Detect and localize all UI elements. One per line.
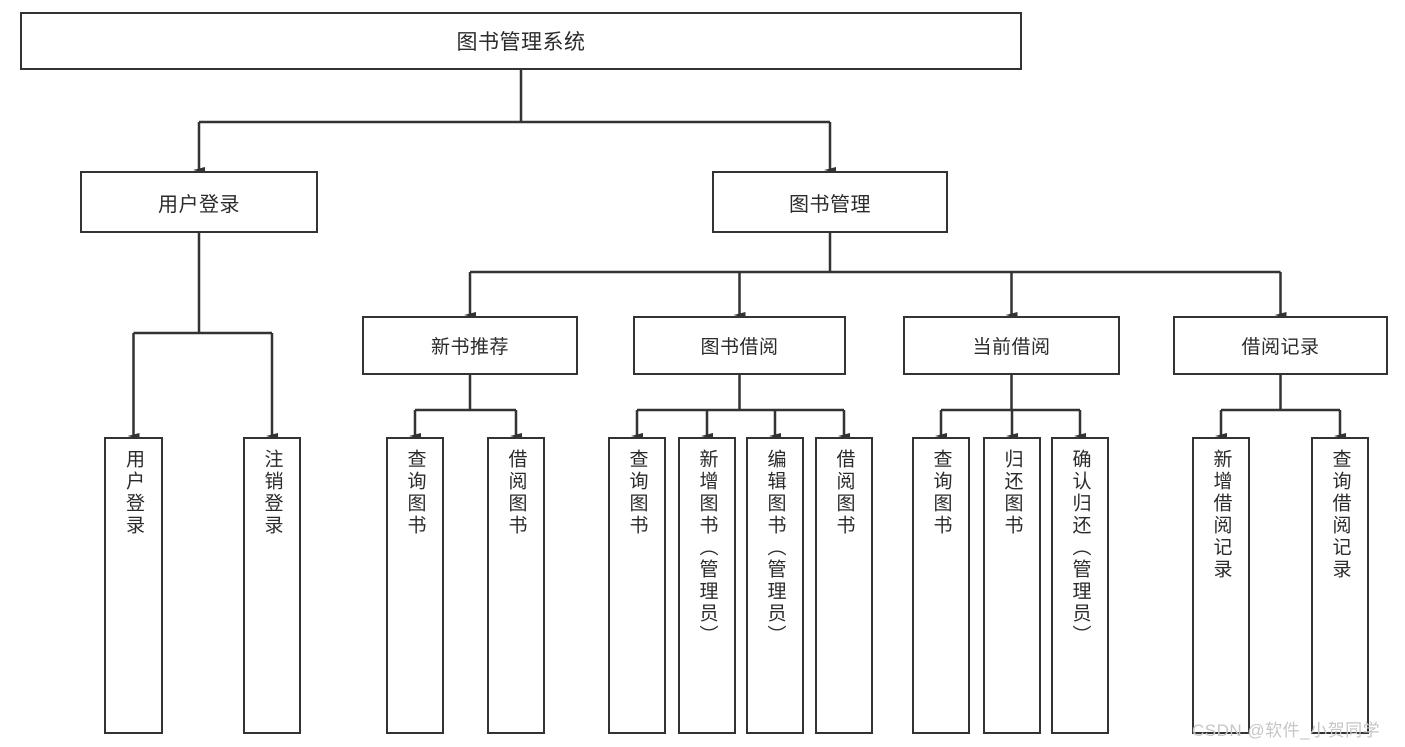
node-leaf-5[interactable]: 查询图书 — [608, 437, 666, 734]
node-label: 归还图书 — [1001, 449, 1023, 537]
node-leaf-13[interactable]: 查询借阅记录 — [1311, 437, 1369, 734]
node-label: 借阅图书 — [505, 449, 527, 537]
watermark-text: CSDN @软件_小贺同学 — [1192, 721, 1381, 740]
node-label: 借阅记录 — [1241, 337, 1320, 358]
node-label: 图书管理系统 — [456, 31, 586, 54]
node-leaf-10[interactable]: 归还图书 — [983, 437, 1041, 734]
node-leaf-3[interactable]: 查询图书 — [386, 437, 444, 734]
node-label: 注销登录 — [261, 449, 283, 537]
node-label: 图书管理 — [789, 193, 871, 216]
node-label: 查询图书 — [930, 449, 952, 537]
node-leaf-2[interactable]: 注销登录 — [243, 437, 301, 734]
node-label: 查询图书 — [404, 449, 426, 537]
node-label: 编辑图书（管理员） — [764, 449, 786, 647]
node-label: 图书借阅 — [700, 337, 779, 358]
node-current[interactable]: 当前借阅 — [903, 316, 1120, 375]
node-borrow[interactable]: 图书借阅 — [633, 316, 846, 375]
node-label: 确认归还（管理员） — [1069, 449, 1091, 647]
node-login[interactable]: 用户登录 — [80, 171, 318, 233]
node-label: 用户登录 — [123, 449, 144, 537]
node-label: 新增图书（管理员） — [696, 449, 718, 647]
node-label: 查询图书 — [626, 449, 648, 537]
node-leaf-11[interactable]: 确认归还（管理员） — [1051, 437, 1109, 734]
node-bookmgmt[interactable]: 图书管理 — [712, 171, 948, 233]
node-leaf-8[interactable]: 借阅图书 — [815, 437, 873, 734]
node-records[interactable]: 借阅记录 — [1173, 316, 1388, 375]
node-label: 当前借阅 — [972, 337, 1051, 358]
node-leaf-9[interactable]: 查询图书 — [912, 437, 970, 734]
node-leaf-7[interactable]: 编辑图书（管理员） — [746, 437, 804, 734]
node-leaf-4[interactable]: 借阅图书 — [487, 437, 545, 734]
node-newbooks[interactable]: 新书推荐 — [362, 316, 578, 375]
node-label: 查询借阅记录 — [1329, 449, 1351, 581]
node-label: 新增借阅记录 — [1210, 449, 1232, 581]
node-label: 借阅图书 — [833, 449, 855, 537]
node-leaf-1[interactable]: 用户登录 — [104, 437, 163, 734]
node-label: 新书推荐 — [430, 337, 509, 358]
node-label: 用户登录 — [158, 193, 240, 216]
node-leaf-12[interactable]: 新增借阅记录 — [1192, 437, 1250, 734]
node-root[interactable]: 图书管理系统 — [20, 12, 1022, 70]
node-leaf-6[interactable]: 新增图书（管理员） — [678, 437, 736, 734]
